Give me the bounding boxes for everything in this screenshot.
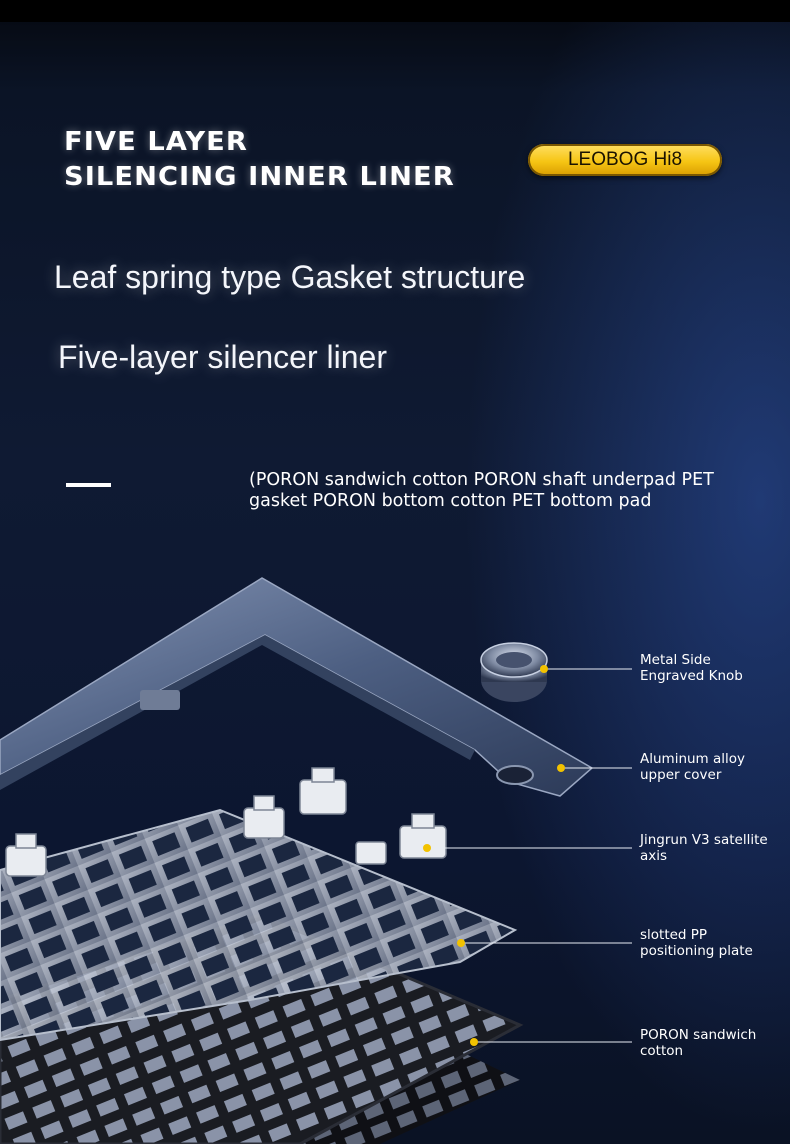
callout-poron-cotton: PORON sandwich cotton — [640, 1027, 757, 1059]
layers-note: (PORON sandwich cotton PORON shaft under… — [249, 470, 714, 511]
callout-leaders — [427, 668, 632, 1043]
top-black-bar — [0, 0, 790, 22]
dash-divider — [66, 483, 111, 487]
metal-knob-icon — [480, 642, 548, 702]
headline-silencer-liner: Five-layer silencer liner — [58, 339, 387, 375]
pp-positioning-plate — [0, 808, 518, 1042]
callout-pp-plate: slotted PP positioning plate — [640, 927, 753, 959]
title-line-1: FIVE LAYER — [64, 127, 248, 157]
title-line-2: SILENCING INNER LINER — [64, 162, 455, 192]
callout-dots — [423, 665, 565, 1046]
callout-upper-cover: Aluminum alloy upper cover — [640, 751, 746, 783]
switch-stems — [5, 767, 447, 877]
callout-knob: Metal Side Engraved Knob — [640, 652, 743, 684]
headline-gasket-structure: Leaf spring type Gasket structure — [54, 259, 526, 295]
frame-port — [496, 765, 534, 785]
callout-satellite-axis: Jingrun V3 satellite axis — [640, 832, 768, 864]
brand-badge: LEOBOG Hi8 — [528, 144, 722, 176]
frame-post — [140, 690, 180, 710]
